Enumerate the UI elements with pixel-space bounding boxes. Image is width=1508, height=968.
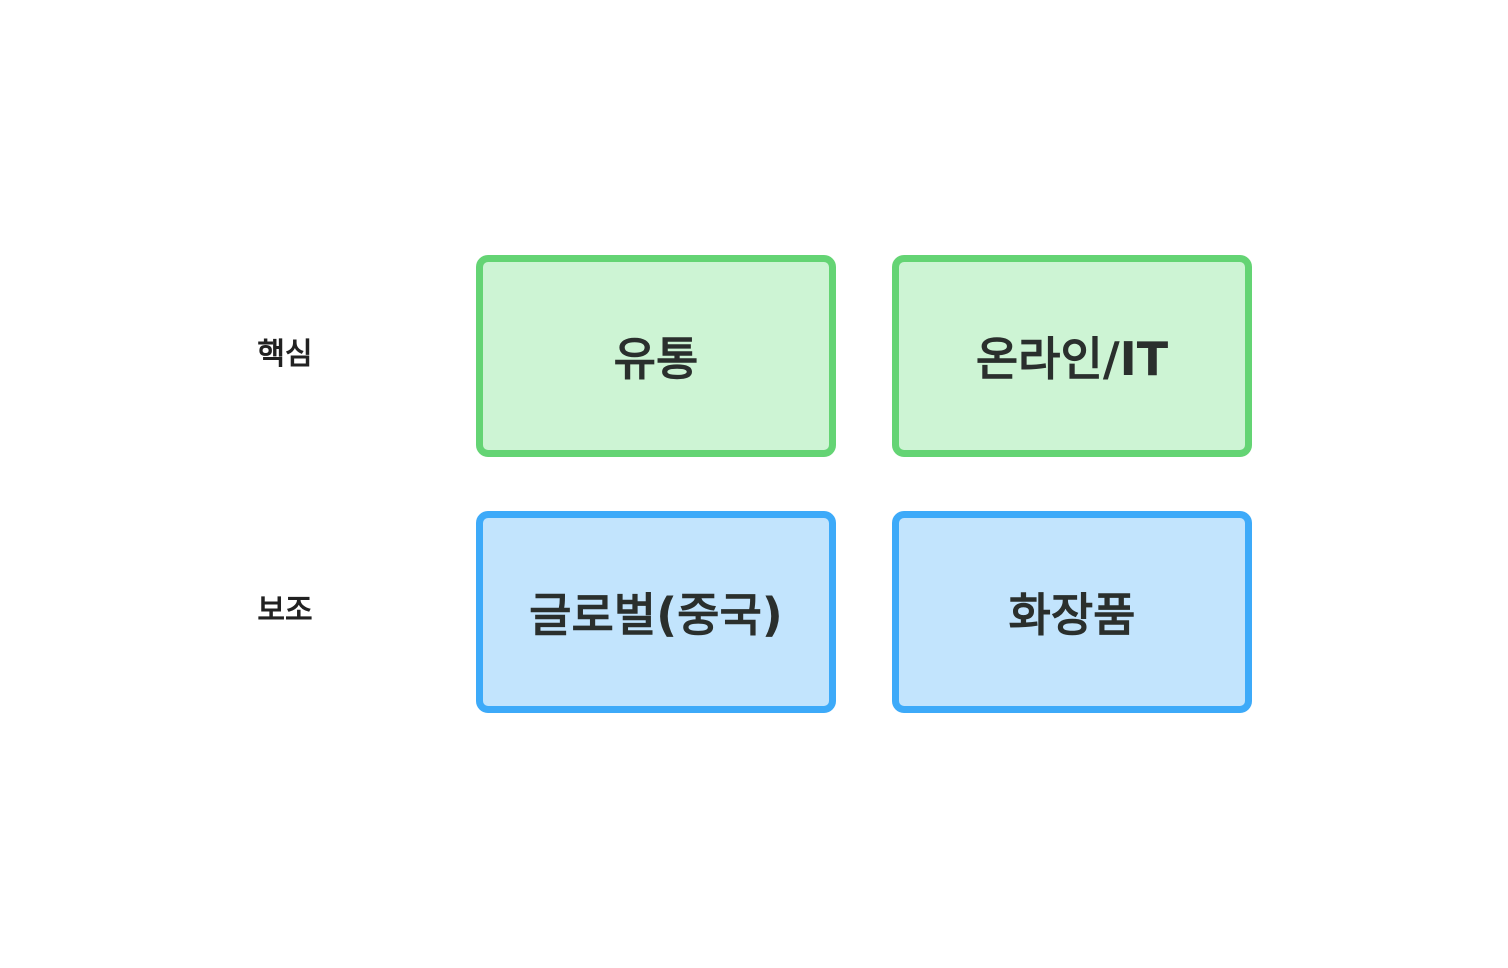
- row-label-aux: 보조: [257, 593, 313, 628]
- box-distribution-label: 유통: [613, 332, 699, 386]
- box-global-china: 글로벌(중국): [476, 511, 836, 713]
- box-global-china-label: 글로벌(중국): [529, 588, 783, 642]
- box-cosmetics: 화장품: [892, 511, 1252, 713]
- box-cosmetics-label: 화장품: [1008, 588, 1136, 642]
- box-online-it: 온라인/IT: [892, 255, 1252, 457]
- row-label-core: 핵심: [257, 337, 313, 372]
- box-distribution: 유통: [476, 255, 836, 457]
- box-online-it-label: 온라인/IT: [975, 332, 1169, 386]
